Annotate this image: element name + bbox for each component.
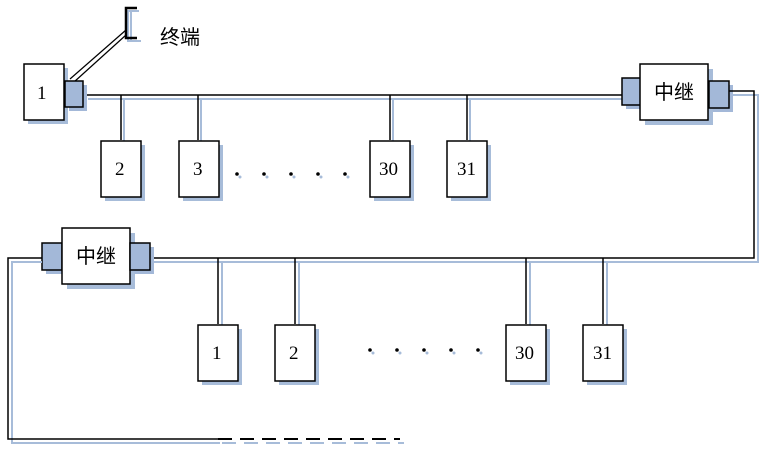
inter-segment-cable <box>148 90 759 263</box>
node-1-first[interactable]: 1 <box>23 63 87 124</box>
repeater-label: 中继 <box>654 80 694 104</box>
segment-2: 中继 1 2 <box>7 227 627 444</box>
segment-1: 1 2 3 <box>23 63 733 201</box>
node-label: 1 <box>212 343 222 364</box>
node-label: 31 <box>457 159 476 180</box>
node-30[interactable]: 30 <box>369 140 414 201</box>
terminator-leader-line <box>69 29 127 80</box>
repeater-label: 中继 <box>76 244 116 268</box>
node-31[interactable]: 31 <box>582 324 627 385</box>
drop-lines-2 <box>217 258 608 326</box>
node-label: 2 <box>289 343 299 364</box>
node-label: 30 <box>515 343 534 364</box>
node-label: 3 <box>193 159 203 180</box>
ellipsis-1 <box>235 172 350 179</box>
drop-lines-1 <box>120 95 471 142</box>
terminator-legend: 终端 <box>69 6 200 83</box>
node-30[interactable]: 30 <box>505 324 550 385</box>
repeater-2[interactable]: 中继 <box>41 227 154 289</box>
node-label: 30 <box>379 159 398 180</box>
continuation-cable <box>7 257 404 444</box>
node-label: 31 <box>593 343 612 364</box>
node-1-label: 1 <box>37 83 47 104</box>
node-label: 2 <box>115 159 125 180</box>
ellipsis-2 <box>368 348 483 355</box>
repeater-1[interactable]: 中继 <box>621 63 733 125</box>
terminator-label: 终端 <box>160 25 200 49</box>
node-3[interactable]: 3 <box>178 140 223 201</box>
node-31[interactable]: 31 <box>446 140 491 201</box>
node-2[interactable]: 2 <box>274 324 319 385</box>
node-2[interactable]: 2 <box>100 140 145 201</box>
node-1[interactable]: 1 <box>197 324 242 385</box>
